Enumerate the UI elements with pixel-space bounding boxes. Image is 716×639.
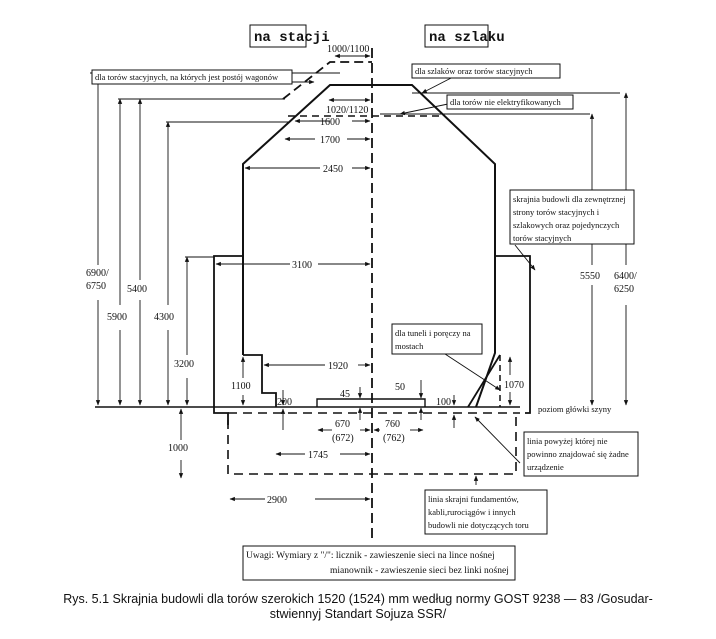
note-line-2: mianownik - zawieszenie sieci bez linki … — [330, 566, 509, 576]
dim-label: 6900/ — [86, 268, 109, 279]
dim-label: 4300 — [154, 312, 174, 323]
dim-label: 1600 — [320, 117, 340, 128]
wagon-clearance-dashed — [282, 61, 372, 100]
dim-label: 3100 — [292, 260, 312, 271]
callout-outer-side-line: torów stacyjnych — [513, 233, 572, 243]
dim-label: 1070 — [504, 380, 524, 391]
dim-vertical-right — [507, 92, 629, 406]
note-box: Uwagi: Wymiary z "/": licznik - zawiesze… — [242, 545, 516, 581]
callout-lines-station: dla szlaków oraz torów stacyjnych — [411, 63, 561, 79]
dim-label: (672) — [332, 433, 354, 444]
callout-foundations-line: linia skrajni fundamentów, — [428, 494, 519, 504]
rail-profile — [316, 398, 426, 407]
dim-label: 1020/1120 — [326, 105, 368, 116]
caption-line-1: Rys. 5.1 Skrajnia budowli dla torów szer… — [63, 592, 653, 606]
header-station: na stacji — [249, 24, 330, 48]
callout-line-above-line: linia powyżej której nie — [527, 436, 608, 446]
outer-gauge-right — [495, 255, 531, 414]
callout-foundations-line: budowli nie dotyczących toru — [428, 520, 530, 530]
header-line-label: na szlaku — [429, 30, 505, 46]
dim-label: 1000/1100 — [327, 44, 369, 55]
dim-label: 2450 — [323, 164, 343, 175]
dim-label: 50 — [395, 382, 405, 393]
header-station-label: na stacji — [254, 30, 330, 46]
dim-vertical-left — [95, 72, 479, 485]
callout-foundations-line: kabli,rurociągów i innych — [428, 507, 516, 517]
dim-label: 1700 — [320, 135, 340, 146]
dim-label: 5900 — [107, 312, 127, 323]
leader-lines — [292, 75, 536, 464]
callout-foundations: linia skrajni fundamentów, kabli,rurocią… — [424, 489, 548, 535]
dim-label: 6250 — [614, 284, 634, 295]
callout-tunnels: dla tuneli i poręczy na mostach — [391, 323, 483, 355]
dim-label: 5550 — [580, 271, 600, 282]
dim-label: 760 — [385, 419, 400, 430]
callout-outer-side-line: szlakowych oraz pojedynczych — [513, 220, 620, 230]
callout-outer-side-line: skrajnia budowli dla zewnętrznej — [513, 194, 626, 204]
dim-label: 1920 — [328, 361, 348, 372]
dim-label: 2900 — [267, 495, 287, 506]
dim-label: 1000 — [168, 443, 188, 454]
dim-label: 200 — [277, 397, 292, 408]
callout-tunnels-line: dla tuneli i poręczy na — [395, 328, 471, 338]
callout-outer-side-line: strony torów stacyjnych i — [513, 207, 600, 217]
caption-line-2: stwiennyj Standart Sojuza SSR/ — [269, 607, 447, 621]
callout-outer-side: skrajnia budowli dla zewnętrznej strony … — [509, 189, 635, 245]
callout-tunnels-line: mostach — [395, 341, 424, 351]
dim-label: 670 — [335, 419, 350, 430]
foundation-line — [227, 413, 517, 475]
callout-line-above-line: powinno znajdować się żadne — [527, 449, 629, 459]
dim-label: 3200 — [174, 359, 194, 370]
dim-label: 45 — [340, 389, 350, 400]
figure-caption: Rys. 5.1 Skrajnia budowli dla torów szer… — [0, 592, 716, 622]
callout-station-wagons-text: dla torów stacyjnych, na których jest po… — [95, 72, 279, 82]
callout-non-electrified-text: dla torów nie elektryfikowanych — [450, 97, 561, 107]
tunnel-slope — [467, 354, 501, 408]
rail-level-label: poziom główki szyny — [538, 404, 612, 414]
header-line: na szlaku — [424, 24, 505, 48]
dim-label: 1100 — [231, 381, 251, 392]
callout-lines-station-text: dla szlaków oraz torów stacyjnych — [415, 66, 533, 76]
dimension-labels: 1000/1100 1020/1120 1600 1700 2450 3100 … — [86, 44, 637, 506]
callout-non-electrified: dla torów nie elektryfikowanych — [446, 94, 574, 110]
dim-label: (762) — [383, 433, 405, 444]
dim-label: 5400 — [127, 284, 147, 295]
platform-step — [243, 354, 277, 407]
dim-label: 6400/ — [614, 271, 637, 282]
dim-label: 1745 — [308, 450, 328, 461]
building-gauge-outline — [242, 84, 496, 408]
note-line-1: Uwagi: Wymiary z "/": licznik - zawiesze… — [246, 551, 495, 561]
outer-gauge-left — [213, 255, 243, 425]
dim-label: 6750 — [86, 281, 106, 292]
callout-line-above-line: urządzenie — [527, 462, 564, 472]
callout-line-above: linia powyżej której nie powinno znajdow… — [523, 431, 639, 477]
callout-station-wagons: dla torów stacyjnych, na których jest po… — [91, 69, 293, 85]
dim-label: 100 — [436, 397, 451, 408]
